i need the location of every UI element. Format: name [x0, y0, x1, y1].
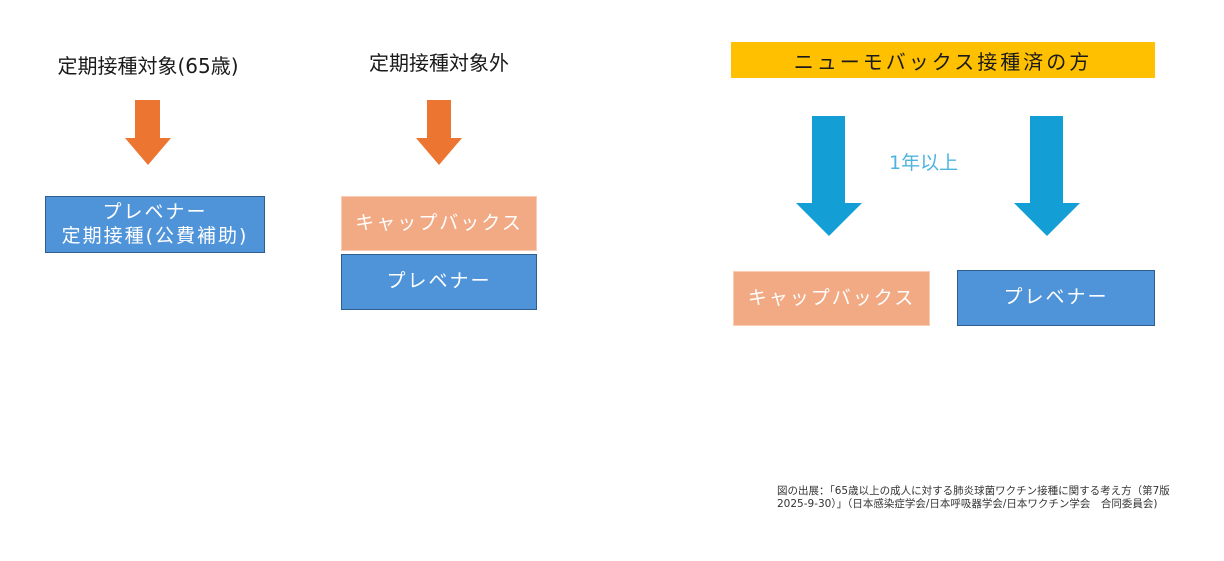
arrow-down-icon	[416, 100, 462, 165]
pneumovax-banner: ニューモバックス接種済の方	[731, 42, 1155, 78]
option-label: キャップバックス	[747, 286, 916, 309]
banner-label: ニューモバックス接種済の方	[793, 49, 1093, 74]
source-note: 図の出展：「65歳以上の成人に対する肺炎球菌ワクチン接種に関する考え方（第7版 …	[777, 485, 1170, 510]
pneumovax-prevenar-box: プレベナー	[957, 270, 1155, 326]
blue-arrow-shape	[1014, 116, 1080, 236]
non-routine-heading: 定期接種対象外	[369, 51, 509, 75]
option-label: キャップバックス	[355, 211, 523, 234]
option-label: プレベナー	[386, 270, 492, 293]
orange-arrow-shape	[125, 100, 171, 165]
blue-arrow-shape	[796, 116, 862, 236]
interval-label: 1年以上	[889, 152, 959, 174]
non-routine-prevenar-box: プレベナー	[341, 254, 537, 310]
non-routine-capvaxive-box: キャップバックス	[341, 196, 537, 251]
routine-box-line1: プレベナー	[102, 200, 208, 223]
arrow-down-icon	[1014, 116, 1080, 236]
arrow-down-icon	[125, 100, 171, 165]
pneumovax-capvaxive-box: キャップバックス	[733, 271, 930, 326]
option-label: プレベナー	[1003, 286, 1109, 309]
orange-arrow-shape	[416, 100, 462, 165]
routine-box-line2: 定期接種(公費補助)	[61, 224, 249, 247]
arrow-down-icon	[796, 116, 862, 236]
routine-heading: 定期接種対象(65歳)	[57, 54, 239, 78]
routine-prevenar-box: プレベナー 定期接種(公費補助)	[45, 196, 265, 253]
